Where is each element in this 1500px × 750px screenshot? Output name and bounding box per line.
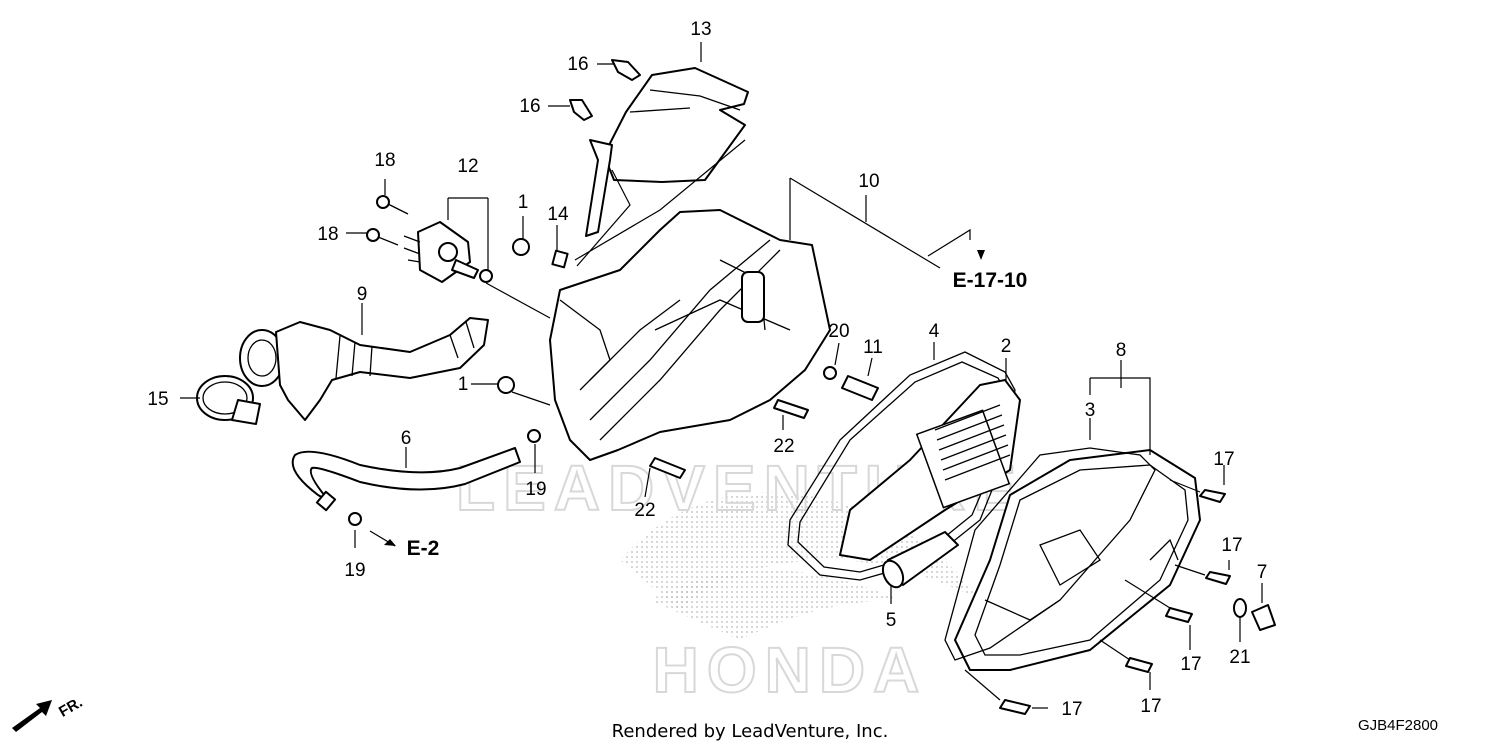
callout-18-a: 18 — [374, 150, 395, 171]
callout-9: 9 — [357, 284, 368, 305]
callout-21: 21 — [1229, 647, 1250, 668]
diagram-code: GJB4F2800 — [1358, 717, 1438, 734]
callout-5: 5 — [886, 610, 897, 631]
cover-part — [585, 67, 749, 237]
intake-duct — [239, 317, 489, 421]
reference-e2: E-2 — [407, 537, 440, 560]
callout-17-d: 17 — [1140, 696, 1161, 717]
callout-6: 6 — [401, 428, 412, 449]
callout-17-a: 17 — [1213, 449, 1234, 470]
callout-13: 13 — [690, 19, 711, 40]
callout-17-b: 17 — [1221, 535, 1242, 556]
callout-18-b: 18 — [317, 224, 338, 245]
reference-arrows — [384, 250, 985, 546]
sensor-part — [403, 221, 493, 283]
callout-7: 7 — [1257, 562, 1268, 583]
callout-17-c: 17 — [1180, 654, 1201, 675]
clamp-part — [196, 375, 261, 425]
front-label: FR. — [56, 694, 85, 721]
watermark-maker: HONDA — [653, 634, 928, 706]
callout-12: 12 — [457, 156, 478, 177]
reference-e17-10: E-17-10 — [953, 269, 1028, 292]
callout-labels: 13 16 16 10 18 12 1 14 18 9 20 11 2 8 4 … — [147, 19, 1267, 720]
callout-22-b: 22 — [634, 500, 655, 521]
callout-11: 11 — [863, 337, 883, 358]
outer-cover — [954, 449, 1201, 671]
callout-17-e: 17 — [1061, 699, 1082, 720]
air-cleaner-case — [549, 209, 831, 461]
tube-part — [881, 531, 959, 589]
filter-element — [839, 379, 1021, 561]
callout-4: 4 — [929, 321, 940, 342]
hose-part — [291, 447, 521, 512]
callout-1-a: 1 — [518, 192, 529, 213]
callout-2: 2 — [1001, 336, 1012, 357]
front-arrow: FR. — [12, 694, 85, 732]
callout-14: 14 — [547, 204, 569, 225]
callout-20: 20 — [828, 321, 849, 342]
callout-16-a: 16 — [567, 54, 588, 75]
callout-19-a: 19 — [525, 479, 546, 500]
gasket-part — [787, 351, 1016, 581]
callout-10: 10 — [858, 171, 879, 192]
credit-text: Rendered by LeadVenture, Inc. — [612, 721, 889, 742]
callout-3: 3 — [1085, 400, 1096, 421]
callout-15: 15 — [147, 389, 168, 410]
callout-16-b: 16 — [519, 96, 540, 117]
callout-22-a: 22 — [773, 436, 794, 457]
callout-1-b: 1 — [458, 374, 469, 395]
callout-8: 8 — [1116, 340, 1127, 361]
callout-19-b: 19 — [344, 560, 365, 581]
fasteners — [348, 59, 1276, 715]
cover-gasket — [944, 447, 1156, 661]
